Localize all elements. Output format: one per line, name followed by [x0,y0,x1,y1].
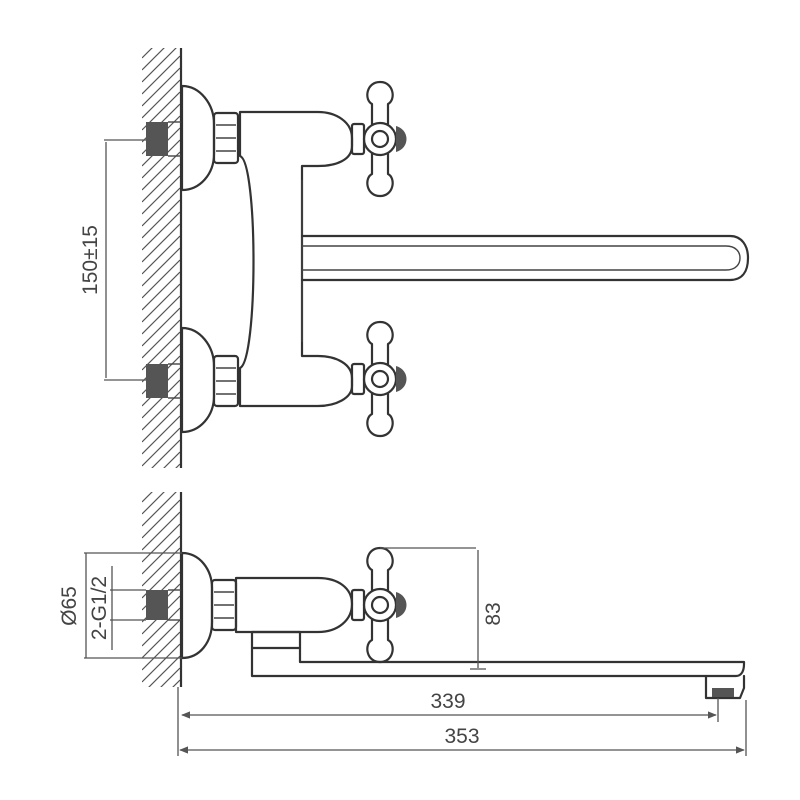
hatch-line [142,547,180,587]
center-distance-dimension: 150±15 [79,139,146,381]
hatch-line [142,492,165,515]
hatch-line [142,631,180,671]
hatch-line [163,451,180,468]
hatch-line [142,283,180,323]
side-mixer-body [234,576,354,634]
hatch-line [142,48,153,59]
hatch-line [142,199,180,239]
side-spout [250,646,746,678]
center-distance-label: 150±15 [79,225,102,295]
hatch-line [142,187,180,227]
side-thread-fitting [146,590,168,620]
hatch-line [142,79,180,119]
hatch-line [142,692,180,730]
side-escutcheon [180,551,214,660]
lower-nut [212,354,240,408]
hatch-line [142,499,180,539]
hatch-line [142,643,180,683]
spout-reach-label: 339 [430,690,465,713]
hatch-line [142,247,180,287]
hatch-line [142,307,180,347]
hatch-line [142,619,180,659]
side-view: Ø65 2-G1/2 83 339 353 [58,492,747,756]
hatch-line [142,427,180,467]
hatch-line [142,523,180,563]
upper-nut [212,111,240,165]
thread-dimension: 2-G1/2 [88,566,146,650]
overall-depth-dimension: 353 [177,687,747,756]
hatch-line [142,151,180,191]
hatch-line [142,535,180,575]
hatch-line [142,48,177,83]
front-spout [300,234,750,282]
hatch-line [142,211,180,251]
hatch-line [142,331,180,371]
spout-outlet [704,674,746,700]
handle-height-label: 83 [482,602,505,625]
hatch-line [142,295,180,335]
hatch-line [142,259,180,299]
hatch-line [142,67,180,107]
overall-depth-label: 353 [444,725,479,748]
hatch-line [142,139,180,179]
hatch-line [142,607,180,647]
mixer-body [238,110,354,408]
upper-thread-fitting [146,122,168,156]
hatch-line [142,716,180,754]
lower-cross-handle[interactable] [350,320,407,438]
hatch-line [142,704,180,742]
wall-hatch-top [142,8,180,468]
hatch-line [142,55,180,95]
hatch-line [160,667,180,687]
side-body-lower [250,630,302,650]
side-cross-handle[interactable] [350,546,407,664]
front-view: 150±15 [79,8,750,468]
escutcheon-diameter-label: Ø65 [58,586,81,626]
hatch-line [142,48,165,71]
hatch-line [142,511,180,551]
upper-inlet [146,84,240,192]
lower-thread-fitting [146,364,168,398]
hatch-line [142,175,180,215]
hatch-line [142,492,177,527]
escutcheon-diameter-dimension: Ø65 [58,552,182,659]
hatch-line [142,163,180,203]
hatch-line [142,492,153,503]
hatch-line [151,439,180,468]
lower-escutcheon [180,326,216,434]
hatch-line [142,319,180,359]
hatch-line [142,379,180,419]
hatch-line [142,8,180,46]
hatch-line [142,271,180,311]
upper-escutcheon [180,84,216,192]
hatch-line [142,235,180,275]
hatch-line [142,223,180,263]
handle-height-dimension: 83 [380,547,505,670]
upper-cross-handle[interactable] [350,80,407,198]
spout-reach-dimension: 339 [181,690,719,722]
hatch-line [142,403,180,443]
lower-inlet [146,326,240,434]
thread-label: 2-G1/2 [88,576,111,640]
hatch-line [142,415,180,455]
hatch-line [172,679,180,687]
hatch-line [148,655,180,687]
